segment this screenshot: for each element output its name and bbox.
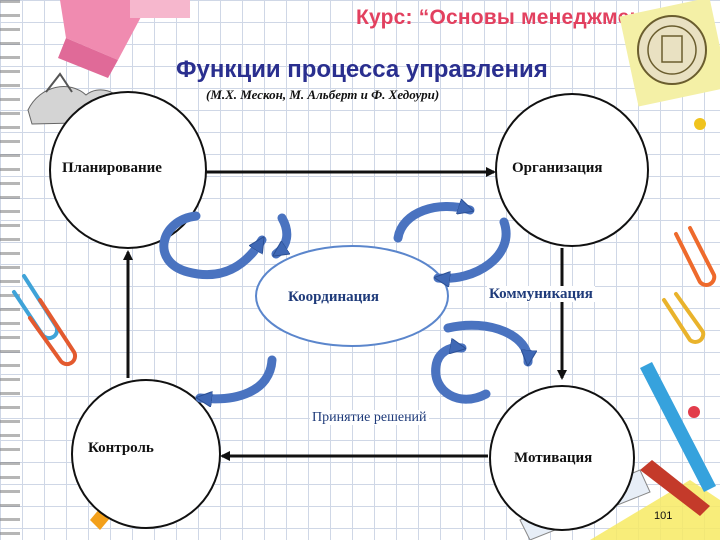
planning-label: Планирование (60, 160, 164, 177)
blue-cycle-arrow (159, 211, 267, 280)
page-number: 101 (654, 510, 673, 522)
coordination-node (255, 245, 449, 347)
slide-title: Функции процесса управления (176, 56, 548, 83)
notebook-spiral (0, 0, 20, 540)
control-label: Контроль (88, 440, 154, 456)
blue-cycle-arrow (438, 217, 511, 278)
paperclip-icon (12, 226, 717, 367)
seal-icon (619, 0, 720, 107)
coordination-label: Координация (288, 289, 380, 305)
blue-cycle-arrow (393, 206, 470, 243)
course-title: Курс: “Основы менеджмента” (356, 6, 676, 29)
blue-cycle-arrow (431, 348, 491, 404)
decision-making-text: Принятие решений (310, 410, 429, 425)
slide-authors: (М.Х. Мескон, М. Альберт и Ф. Хедоури) (206, 87, 440, 102)
blue-cycle-arrow (200, 355, 277, 399)
communication-text: Коммуникация (487, 286, 595, 302)
decision-making-label: Принятие решений (310, 410, 429, 426)
blue-cycle-arrow (271, 213, 292, 259)
communication-label: Коммуникация (487, 286, 595, 303)
blue-cycle-arrow (443, 320, 528, 362)
organization-text: Организация (510, 160, 605, 176)
motivation-label: Мотивация (514, 450, 593, 466)
highlighter-icon (58, 0, 190, 78)
pushpin-icon (688, 118, 706, 418)
motivation-node (489, 385, 635, 531)
organization-label: Организация (510, 160, 605, 177)
planning-text: Планирование (60, 160, 164, 176)
